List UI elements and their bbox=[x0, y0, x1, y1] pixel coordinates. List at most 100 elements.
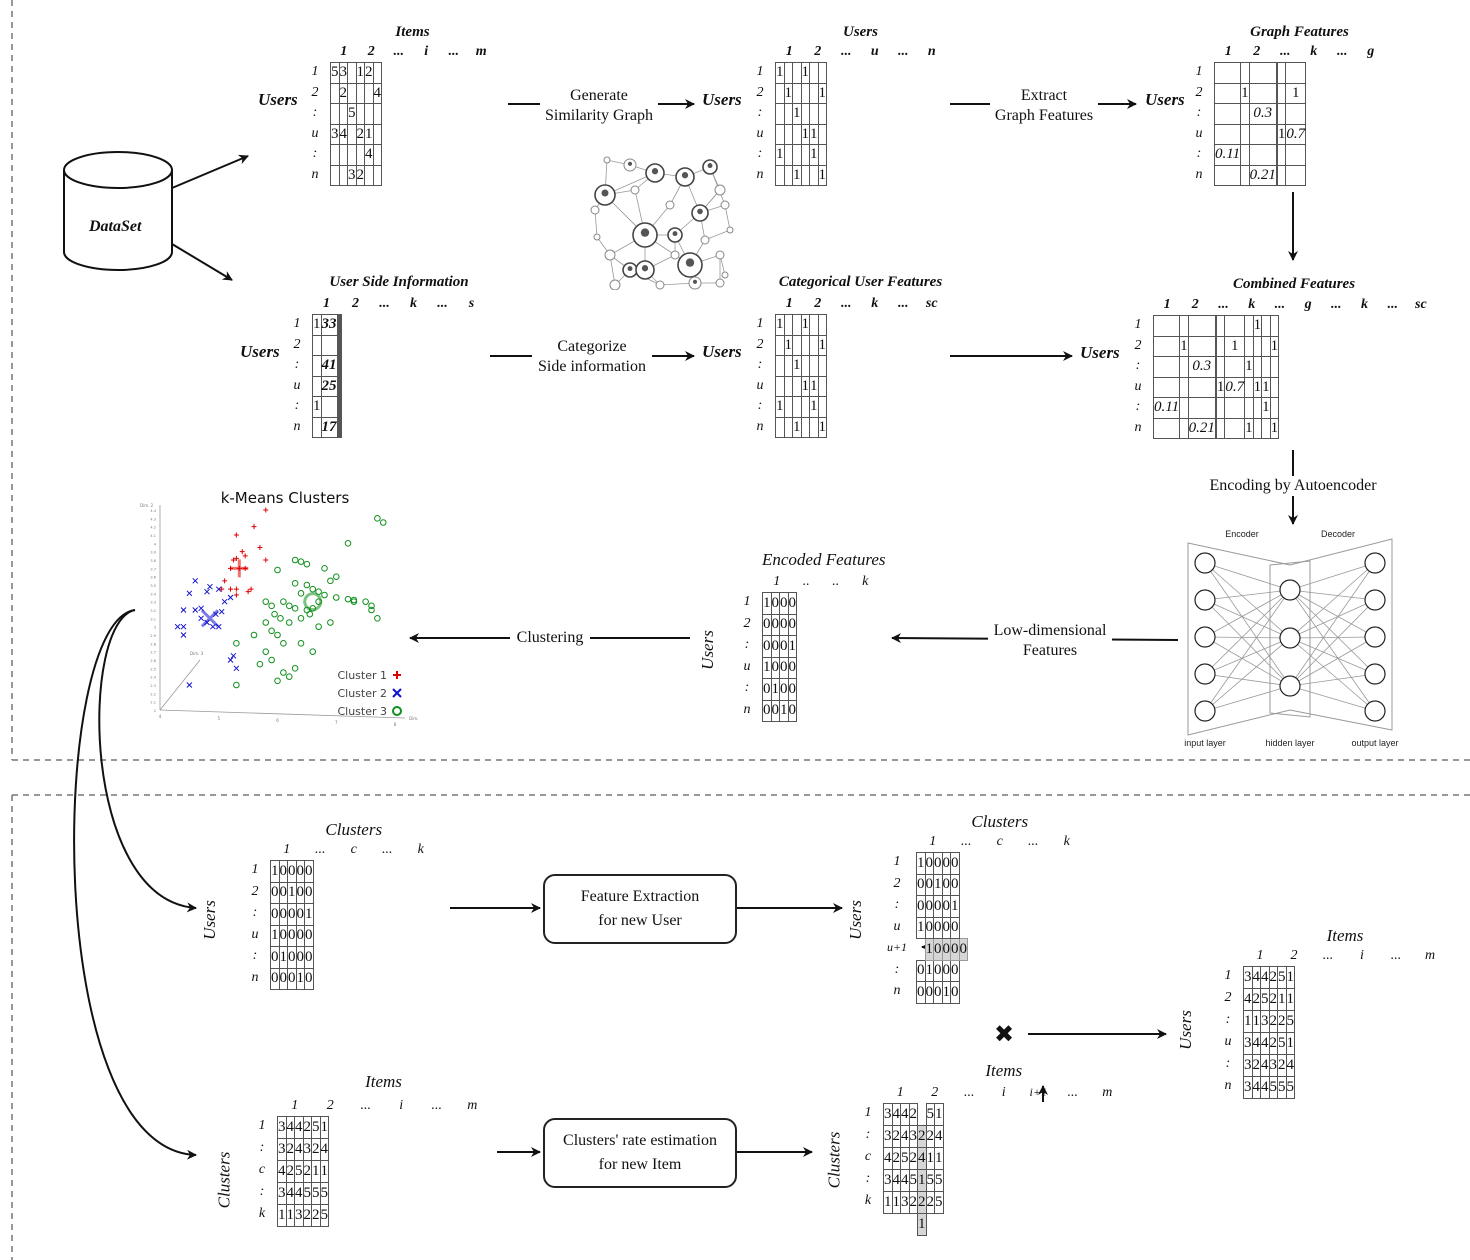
matrix-cell bbox=[1244, 315, 1254, 337]
row-header: 1 bbox=[251, 862, 259, 877]
column-header: ... bbox=[1028, 834, 1039, 849]
matrix-cell: 0 bbox=[278, 967, 288, 990]
user-node-icon bbox=[670, 250, 680, 260]
table-row: 41 bbox=[312, 355, 342, 377]
row-header: c bbox=[864, 1149, 872, 1164]
matrix-cell bbox=[817, 314, 827, 336]
legend-label-cluster-3: Cluster 3 bbox=[337, 705, 387, 718]
matrix-cell: 1 bbox=[312, 314, 322, 336]
column-header: 1 bbox=[896, 1085, 904, 1100]
column-header: ... bbox=[841, 44, 852, 59]
output-layer-label: output layer bbox=[1351, 738, 1398, 748]
data-point-cluster-2 bbox=[186, 682, 193, 688]
data-point-cluster-1 bbox=[251, 524, 257, 530]
matrix-cell bbox=[775, 375, 785, 397]
matrix-cell bbox=[1269, 376, 1280, 398]
matrix-cell: 0 bbox=[950, 981, 960, 1004]
matrix-cell bbox=[792, 123, 802, 145]
connection-line bbox=[1204, 599, 1291, 687]
row-header: u bbox=[756, 125, 764, 141]
matrix-cell: 0 bbox=[770, 656, 780, 679]
hidden-neuron bbox=[1279, 627, 1301, 649]
data-point-cluster-3 bbox=[321, 591, 328, 599]
row-header: n bbox=[1195, 166, 1203, 182]
matrix-cell: 1 bbox=[917, 1169, 927, 1192]
matrix-cell bbox=[1213, 62, 1242, 84]
matrix-cell: 1 bbox=[817, 416, 827, 438]
row-header: 2 bbox=[743, 615, 751, 631]
table-row: 1 bbox=[775, 355, 827, 377]
matrix-cell bbox=[364, 164, 374, 186]
matrix-cell bbox=[817, 123, 827, 145]
label-clustering: Clustering bbox=[510, 628, 590, 648]
matrix-axis-label: Users bbox=[702, 342, 742, 361]
data-point-cluster-3 bbox=[262, 648, 270, 655]
connection-line bbox=[1289, 599, 1376, 687]
matrix-cell bbox=[372, 144, 382, 166]
matrix-cell: 0 bbox=[762, 613, 772, 636]
matrix-cell: 0 bbox=[916, 981, 926, 1004]
matrix-cell: 0 bbox=[941, 938, 951, 961]
matrix-cell: 4 bbox=[900, 1169, 910, 1192]
user-node-icon bbox=[715, 250, 725, 260]
matrix-cell: 1 bbox=[319, 1160, 329, 1183]
matrix-title: Clusters bbox=[325, 820, 383, 839]
person-icon bbox=[641, 265, 649, 272]
similarity-graph-image bbox=[590, 156, 734, 290]
matrix-cell bbox=[338, 164, 348, 186]
matrix-cell: 1 bbox=[1244, 356, 1254, 378]
matrix-cell: 2 bbox=[1277, 1010, 1287, 1033]
data-point-cluster-3 bbox=[271, 610, 278, 618]
column-header: k bbox=[417, 842, 424, 857]
matrix-title: Encoded Features bbox=[762, 550, 886, 569]
data-point-cluster-1 bbox=[263, 507, 269, 513]
matrix-cell: 5 bbox=[1285, 1076, 1295, 1099]
matrix-cell bbox=[339, 416, 342, 438]
data-point-cluster-2 bbox=[233, 665, 240, 672]
matrix-cell: 0 bbox=[941, 959, 951, 982]
data-point-cluster-2 bbox=[180, 632, 187, 638]
matrix-axis-label: Users bbox=[845, 900, 865, 940]
connection-line bbox=[1204, 636, 1291, 687]
output-neuron bbox=[1364, 552, 1386, 574]
matrix-cell bbox=[339, 375, 342, 397]
matrix-cell: 0 bbox=[933, 916, 943, 939]
matrix-cell bbox=[1152, 417, 1181, 439]
column-header: sc bbox=[925, 296, 938, 311]
matrix-cell bbox=[355, 144, 365, 166]
matrix-cell bbox=[783, 62, 793, 84]
x-tick-label: 4 bbox=[159, 714, 162, 719]
matrix-cell bbox=[330, 164, 340, 186]
matrix-cell bbox=[372, 123, 382, 145]
matrix-cell: 2 bbox=[908, 1103, 918, 1126]
table-row: 5 bbox=[330, 103, 382, 125]
matrix-cell bbox=[338, 144, 348, 166]
row-header: n bbox=[293, 418, 301, 434]
column-header: i bbox=[424, 44, 429, 59]
matrix-cell: 17 bbox=[320, 416, 338, 438]
row-header: 1 bbox=[1134, 317, 1142, 332]
matrix-cell bbox=[1215, 335, 1226, 357]
matrix-cell: 1 bbox=[775, 144, 785, 166]
matrix-cell: 1 bbox=[934, 1103, 944, 1126]
row-header: 1 bbox=[743, 594, 751, 609]
column-header: i bbox=[1360, 948, 1364, 963]
matrix-cell: 1 bbox=[762, 656, 772, 679]
column-header: 2 bbox=[1253, 44, 1261, 59]
matrix-cell: 2 bbox=[311, 1138, 321, 1161]
matrix-cell: 1 bbox=[817, 334, 827, 356]
data-point-cluster-1 bbox=[248, 586, 254, 592]
matrix-cell: 0 bbox=[779, 592, 789, 615]
matrix-cell: 1 bbox=[775, 62, 785, 84]
matrix-cell: 1 bbox=[1277, 988, 1287, 1011]
matrix-cell: 1 bbox=[941, 981, 951, 1004]
matrix-cell bbox=[783, 375, 793, 397]
matrix-cell bbox=[1179, 356, 1189, 378]
connection-line bbox=[1289, 599, 1376, 639]
table-row: 1 bbox=[312, 396, 342, 418]
